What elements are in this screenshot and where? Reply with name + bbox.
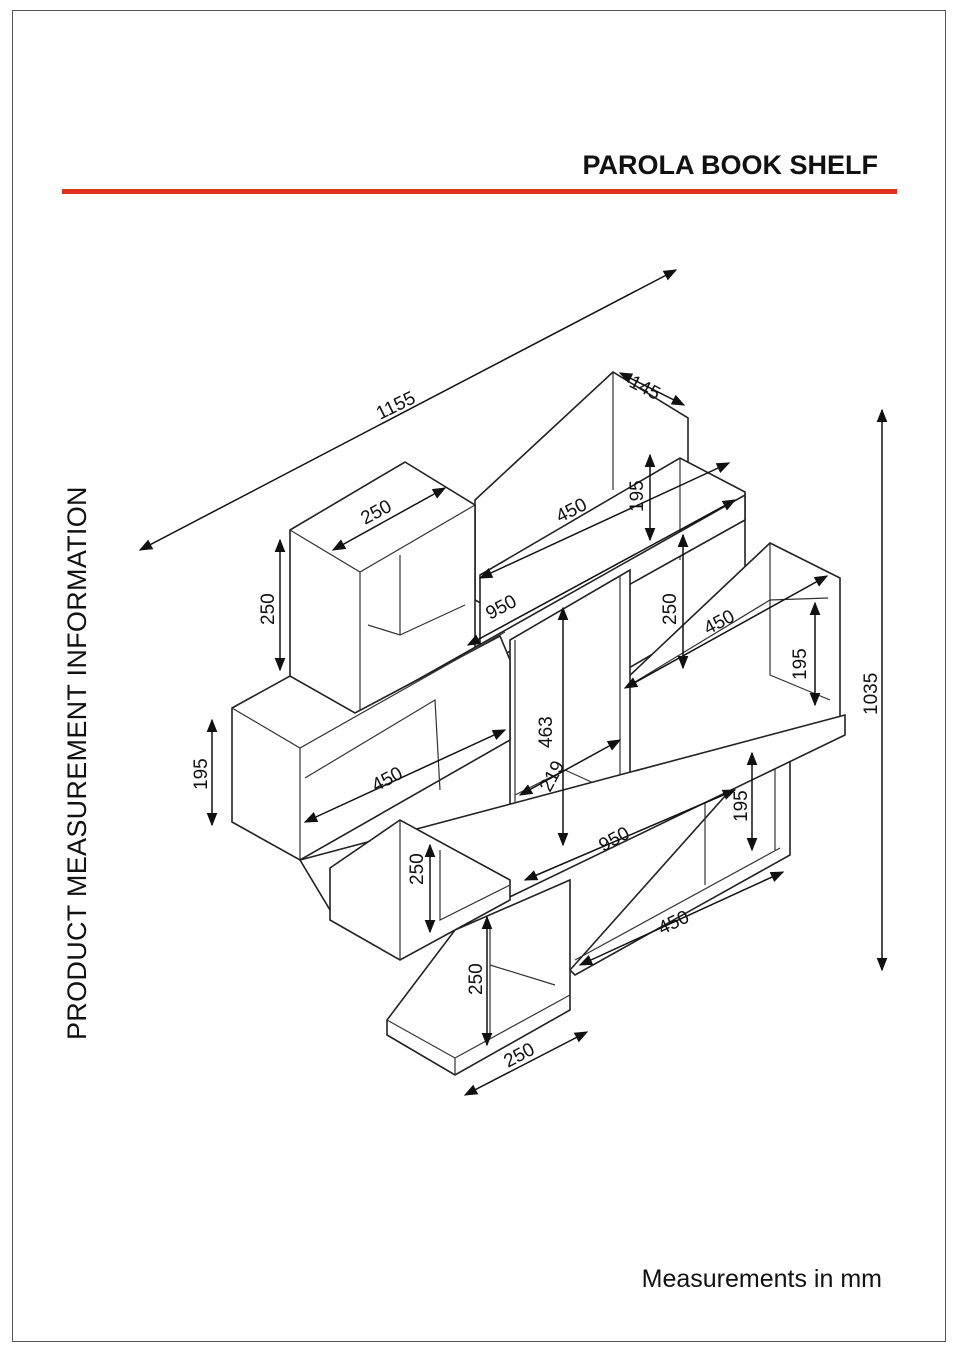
title-underline: [62, 189, 897, 194]
dim-top-shelf-height: 195: [627, 480, 648, 512]
dim-lower-right-height: 195: [731, 790, 752, 822]
dim-total-height: 1035: [861, 673, 882, 715]
dim-right-shelf-height: 195: [790, 648, 811, 680]
dim-left-shelf-height: 195: [191, 758, 212, 790]
dim-top-box-height: 250: [258, 593, 279, 625]
dim-total-width: 1155: [373, 388, 419, 425]
page-frame: [12, 10, 946, 1342]
dim-bottom-box-height: 250: [466, 963, 487, 995]
bottom-box: [386, 878, 571, 1076]
dim-lower-left-height: 250: [407, 853, 428, 885]
dim-right-upper-height: 250: [660, 593, 681, 625]
measurement-unit-note: Measurements in mm: [641, 1265, 882, 1293]
dimension-lines: [138, 269, 888, 1096]
dim-center-height: 463: [536, 716, 557, 748]
page-title: PAROLA BOOK SHELF: [582, 150, 879, 180]
